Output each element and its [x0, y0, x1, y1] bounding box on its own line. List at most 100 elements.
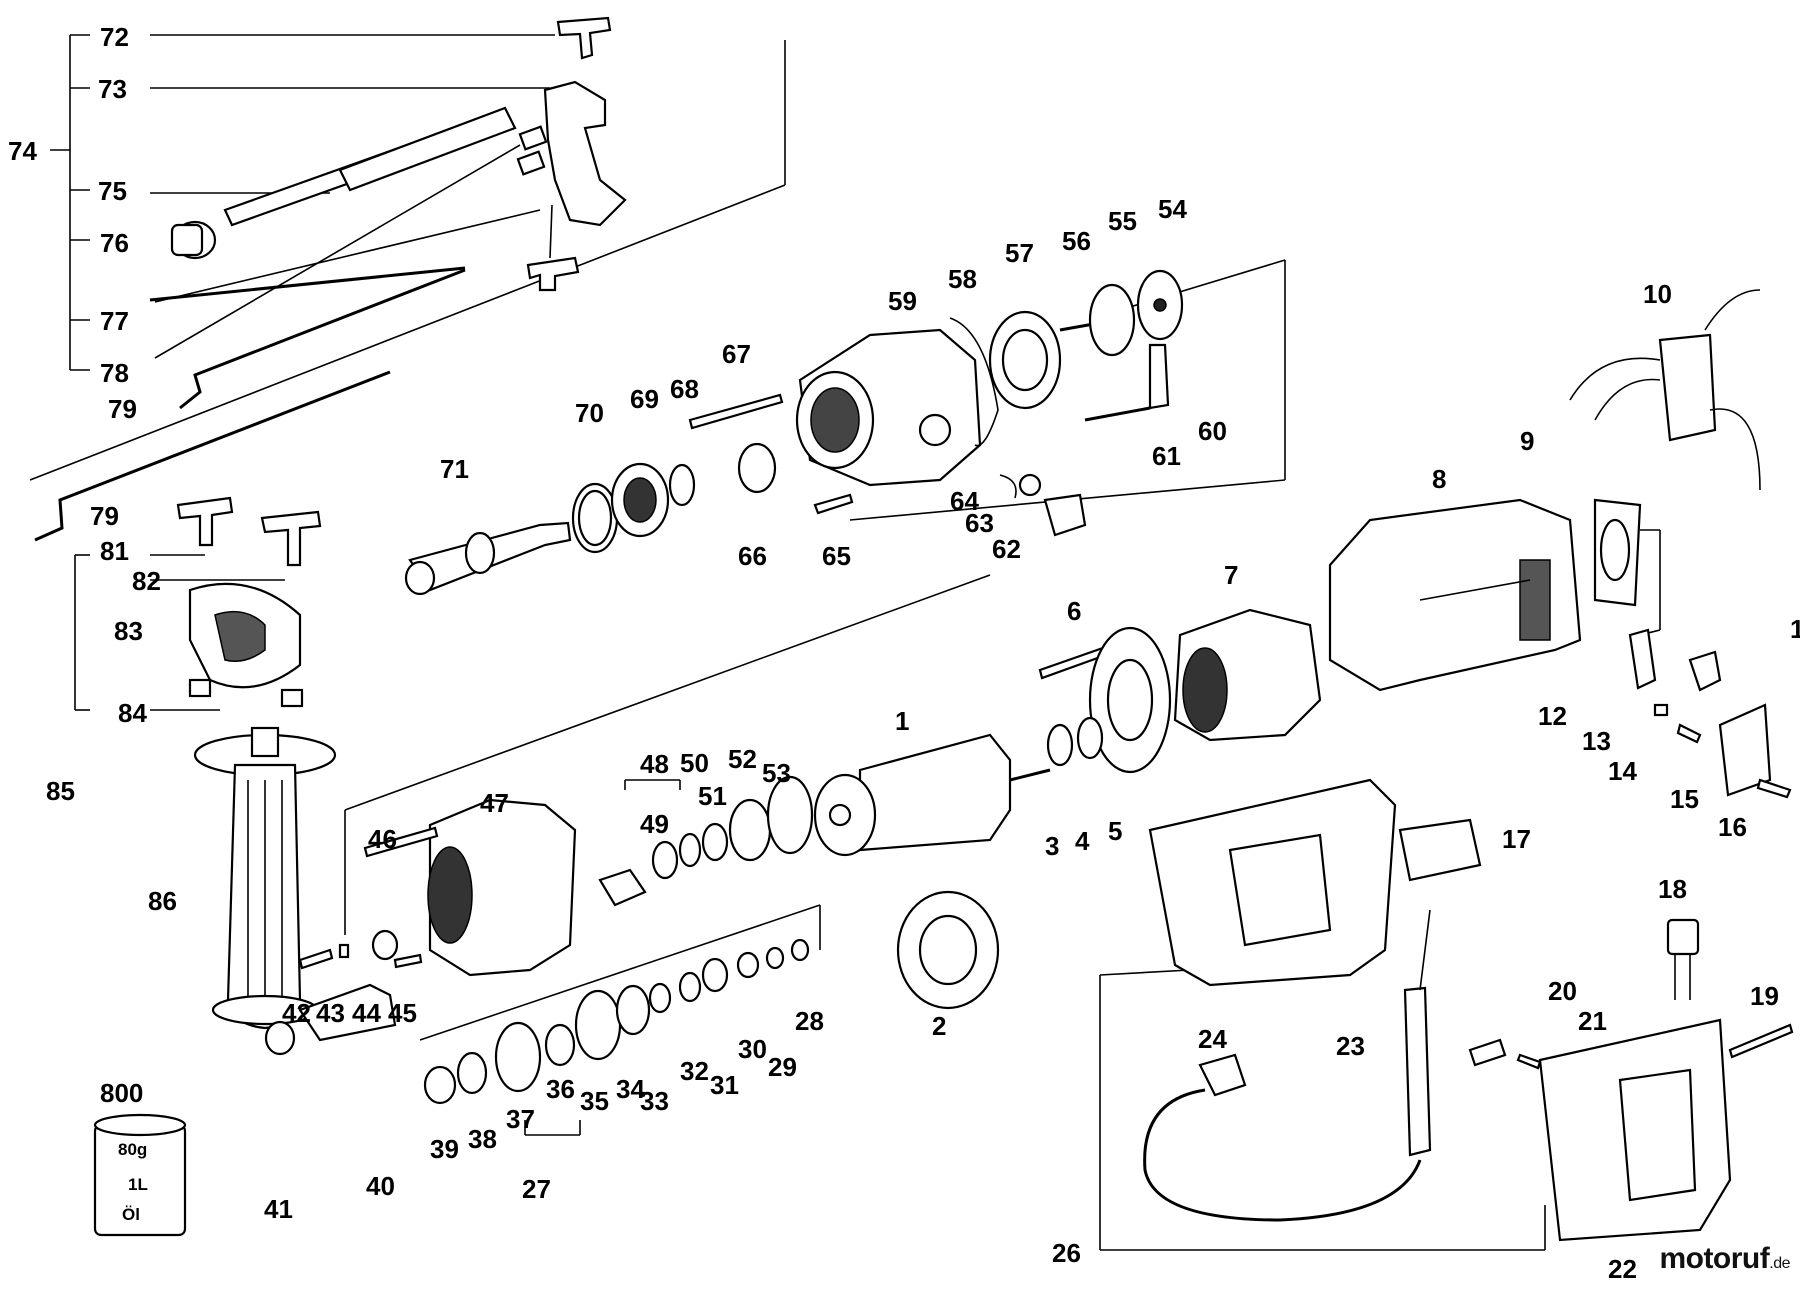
callout-34: 34: [616, 1074, 645, 1104]
brand-watermark: motoruf.de: [1659, 1242, 1790, 1276]
callout-48: 48: [640, 749, 669, 779]
callout-72: 72: [100, 22, 129, 52]
callout-49: 49: [640, 809, 669, 839]
callout-800: 800: [100, 1078, 143, 1108]
group-frame-lines: [29, 40, 1661, 1251]
callout-70: 70: [575, 398, 604, 428]
callout-20: 20: [1548, 976, 1577, 1006]
group-handle-housing: [1143, 778, 1794, 1242]
callout-63: 63: [965, 508, 994, 538]
group-oil-container: 80g 1L Öl: [93, 1113, 187, 1237]
callout-61: 61: [1152, 441, 1181, 471]
group-motor-housing: [813, 289, 1792, 1010]
callout-2: 2: [932, 1011, 946, 1041]
callout-21: 21: [1578, 1006, 1607, 1036]
callout-40: 40: [366, 1171, 395, 1201]
callout-65: 65: [822, 541, 851, 571]
callout-26: 26: [1052, 1238, 1081, 1268]
callout-12: 12: [1538, 701, 1567, 731]
callout-77: 77: [100, 306, 129, 336]
callout-33: 33: [640, 1086, 669, 1116]
callout-15: 15: [1670, 784, 1699, 814]
callout-52: 52: [728, 744, 757, 774]
callout-10: 10: [1643, 279, 1672, 309]
callout-42: 42: [282, 998, 311, 1028]
callout-5: 5: [1108, 816, 1122, 846]
callout-23: 23: [1336, 1031, 1365, 1061]
callout-39: 39: [430, 1134, 459, 1164]
callout-75: 75: [98, 176, 127, 206]
callout-60: 60: [1198, 416, 1227, 446]
callout-53: 53: [762, 758, 791, 788]
callout-7: 7: [1224, 560, 1238, 590]
callout-57: 57: [1005, 238, 1034, 268]
callout-66: 66: [738, 541, 767, 571]
callout-47: 47: [480, 788, 509, 818]
callout-29: 29: [768, 1052, 797, 1082]
callout-86: 86: [148, 886, 177, 916]
group-gear-housing: [404, 269, 1184, 596]
callout-30: 30: [738, 1034, 767, 1064]
callout-16: 16: [1718, 812, 1747, 842]
callout-45: 45: [388, 998, 417, 1028]
callout-82: 82: [132, 566, 161, 596]
callout-4: 4: [1075, 826, 1090, 856]
callout-28: 28: [795, 1006, 824, 1036]
callout-6: 6: [1067, 596, 1081, 626]
brand-tld: .de: [1769, 1255, 1790, 1272]
callout-50: 50: [680, 748, 709, 778]
callout-8: 8: [1432, 464, 1446, 494]
brand-name: motoruf: [1659, 1242, 1770, 1275]
callout-13: 13: [1582, 726, 1611, 756]
callout-18: 18: [1658, 874, 1687, 904]
callout-14: 14: [1608, 756, 1637, 786]
callout-46: 46: [368, 824, 397, 854]
callout-31: 31: [710, 1070, 739, 1100]
callout-1: 1: [895, 706, 909, 736]
callout-9: 9: [1520, 426, 1534, 456]
container-weight: 80g: [118, 1140, 147, 1159]
callout-35: 35: [580, 1086, 609, 1116]
callout-58: 58: [948, 264, 977, 294]
callout-62: 62: [992, 534, 1021, 564]
callout-85: 85: [46, 776, 75, 806]
callout-64: 64: [950, 486, 979, 516]
callout-76: 76: [100, 228, 129, 258]
callout-56: 56: [1062, 226, 1091, 256]
callout-68: 68: [670, 374, 699, 404]
callout-69: 69: [630, 384, 659, 414]
callout-38: 38: [468, 1124, 497, 1154]
callout-32: 32: [680, 1056, 709, 1086]
callout-43: 43: [316, 998, 345, 1028]
callout-79: 79: [90, 501, 119, 531]
callout-17: 17: [1502, 824, 1531, 854]
callout-36: 36: [546, 1074, 575, 1104]
callout-71: 71: [440, 454, 469, 484]
callout-22: 22: [1608, 1254, 1637, 1284]
callout-37: 37: [506, 1104, 535, 1134]
callout-41: 41: [264, 1194, 293, 1224]
callout-59: 59: [888, 286, 917, 316]
container-content: Öl: [122, 1205, 140, 1224]
callout-27: 27: [522, 1174, 551, 1204]
callout-67: 67: [722, 339, 751, 369]
callout-3: 3: [1045, 831, 1059, 861]
callout-44: 44: [352, 998, 381, 1028]
container-volume: 1L: [128, 1175, 148, 1194]
callout-11: 11: [1790, 614, 1800, 644]
callout-79: 79: [108, 394, 137, 424]
callout-84: 84: [118, 698, 147, 728]
callout-83: 83: [114, 616, 143, 646]
callout-74: 74: [8, 136, 37, 166]
callout-55: 55: [1108, 206, 1137, 236]
callout-81: 81: [100, 536, 129, 566]
group-side-handle-bottom: [74, 496, 337, 1030]
callout-24: 24: [1198, 1024, 1227, 1054]
callout-51: 51: [698, 781, 727, 811]
callout-19: 19: [1750, 981, 1779, 1011]
callout-73: 73: [98, 74, 127, 104]
group-front-gearbox: [264, 775, 814, 1136]
